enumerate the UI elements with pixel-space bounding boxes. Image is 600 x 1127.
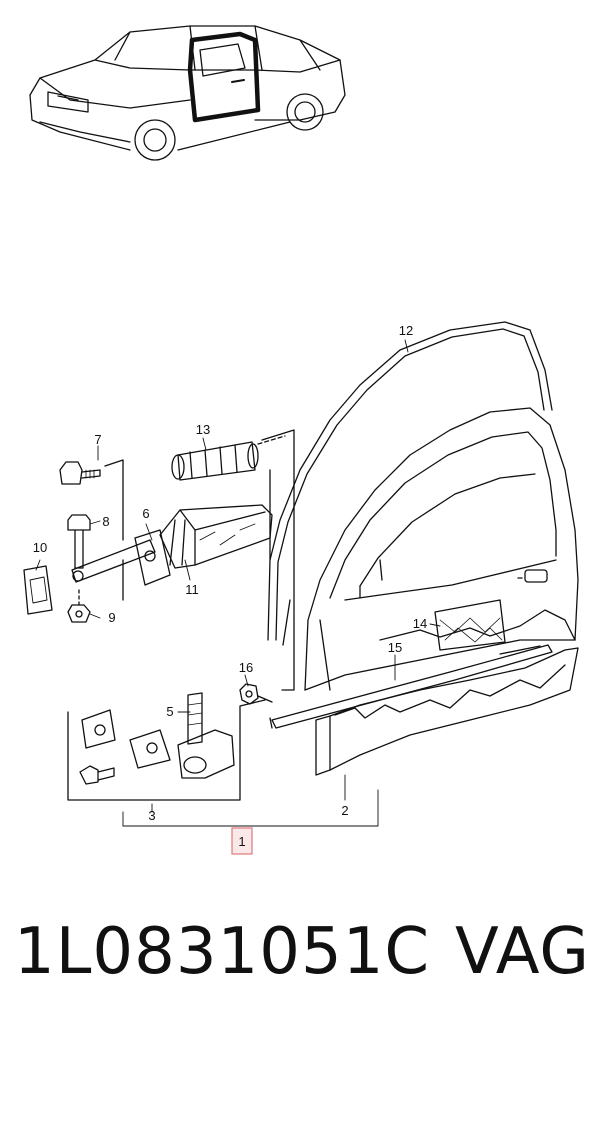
door-seal-part bbox=[267, 321, 553, 646]
leader-lines bbox=[35, 339, 441, 827]
car-thumbnail-icon bbox=[29, 25, 346, 161]
door-trim-panel-part bbox=[315, 609, 579, 776]
nut-part-16 bbox=[239, 683, 273, 705]
diagram-canvas: 1 2 3 5 6 7 8 9 10 11 12 13 14 15 16 bbox=[23, 25, 579, 855]
nut-part-9 bbox=[67, 589, 91, 623]
callout-16[interactable]: 16 bbox=[239, 660, 253, 675]
bracket-outline bbox=[104, 429, 295, 691]
callout-12[interactable]: 12 bbox=[399, 323, 413, 338]
part-number: 1L0831051C bbox=[14, 915, 431, 989]
hinge-group-part-3 bbox=[67, 692, 266, 801]
callout-3[interactable]: 3 bbox=[148, 808, 155, 823]
callout-7[interactable]: 7 bbox=[94, 432, 101, 447]
rubber-boot-part-13 bbox=[171, 435, 286, 481]
callout-5[interactable]: 5 bbox=[166, 704, 173, 719]
buffer-part-10 bbox=[23, 565, 53, 615]
callout-9[interactable]: 9 bbox=[108, 610, 115, 625]
callout-1[interactable]: 1 bbox=[238, 834, 245, 849]
callout-8[interactable]: 8 bbox=[102, 514, 109, 529]
callout-6[interactable]: 6 bbox=[142, 506, 149, 521]
callout-10[interactable]: 10 bbox=[33, 540, 47, 555]
callout-13[interactable]: 13 bbox=[196, 422, 210, 437]
protection-strip-part bbox=[269, 644, 553, 729]
part-footer: 1L0831051C VAG bbox=[0, 905, 600, 1015]
door-check-strap-part bbox=[71, 529, 171, 586]
check-strap-housing-part-11 bbox=[159, 504, 273, 569]
highlight-box bbox=[231, 827, 253, 855]
callout-11[interactable]: 11 bbox=[185, 582, 199, 597]
insulation-pad-part bbox=[434, 599, 506, 651]
callout-2[interactable]: 2 bbox=[341, 803, 348, 818]
parts-diagram: 1 2 3 5 6 7 8 9 10 11 12 13 14 15 16 bbox=[23, 25, 579, 855]
bolt-part-7 bbox=[59, 461, 101, 485]
callout-15[interactable]: 15 bbox=[388, 640, 402, 655]
pin-bolt-part-8 bbox=[67, 514, 91, 569]
callout-14[interactable]: 14 bbox=[413, 616, 427, 631]
brand-label: VAG bbox=[455, 915, 590, 989]
door-shell-part bbox=[304, 407, 579, 691]
callout-labels: 1 2 3 5 6 7 8 9 10 11 12 13 14 15 16 bbox=[33, 323, 427, 849]
